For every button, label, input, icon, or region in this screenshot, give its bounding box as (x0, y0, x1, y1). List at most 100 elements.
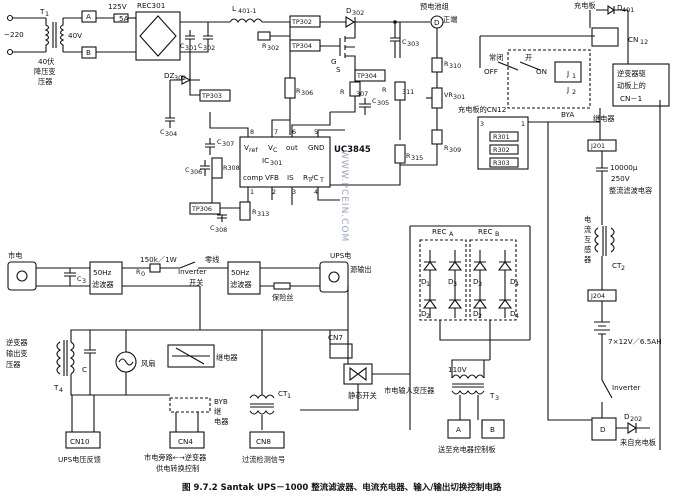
c3-label: C (77, 275, 82, 283)
ct1-sub: 1 (287, 392, 291, 400)
from-charger-label: 来自充电板 (620, 438, 656, 447)
cn8-connector (249, 431, 285, 449)
d2b-label: D (473, 309, 479, 318)
ct1-label: CT (278, 389, 288, 398)
j201-label: J201 (590, 142, 605, 150)
d4b-sub: 4 (515, 280, 519, 288)
pin-5: 5 (314, 128, 318, 136)
filter-b-2: 滤波器 (230, 280, 252, 289)
cn4-desc-2: 供电转换控制 (156, 464, 199, 473)
c305-sub: 305 (377, 99, 389, 107)
figure-caption: 图 9.7.2 Santak UPS－1000 整流滤波器、电流充电器、输入/输… (182, 482, 502, 493)
fuse-line (273, 282, 291, 290)
ic-rtct2: T (307, 176, 312, 184)
pin-1: 1 (250, 188, 254, 196)
t1-sub: 1 (45, 10, 49, 18)
mosfet: G S (331, 22, 356, 74)
ct-l4: 感 (584, 245, 591, 254)
j2-sub: 2 (572, 88, 576, 96)
r306-label: R (296, 87, 301, 95)
c302-label: C (198, 42, 203, 50)
transformer-t1: T 1 40V 40伏 降压变 压器 (34, 7, 82, 86)
ic301-sub: 301 (270, 159, 282, 167)
ic-rtct: R (303, 173, 308, 182)
r301-resistor (489, 131, 519, 142)
on-label: ON (536, 67, 547, 76)
d2b-sub: 2 (478, 312, 482, 320)
d302-sub: 302 (352, 9, 364, 17)
inv-out-1: 逆变器 (6, 338, 28, 347)
r308-label: R308 (223, 164, 240, 172)
ic-rtct3: /C (311, 173, 318, 182)
relay-j1 (554, 61, 582, 83)
byb-label3: 电器 (214, 417, 228, 426)
r150k-label: 150k／1W (140, 255, 177, 264)
pin-2: 2 (272, 188, 276, 196)
pin-8: 8 (250, 128, 254, 136)
j1-sub: 1 (572, 72, 576, 80)
r302-label: R (262, 42, 267, 50)
j204-label: J204 (590, 292, 605, 300)
xfmr-label-1: 40伏 (38, 57, 54, 66)
filter-a-1: 50Hz (93, 268, 112, 277)
d4b2-sub: 4 (515, 312, 519, 320)
inverter-switch-label: Inverter (178, 267, 207, 276)
c301-sub: 301 (185, 44, 197, 52)
v40-label: 40V (68, 31, 82, 40)
ic-vfb: VFB (265, 173, 279, 182)
relay-byb-coil (167, 344, 215, 368)
ic-uc3845: V ref V C out GND IC 301 comp VFB IS R T… (239, 128, 371, 196)
xfmr-label-3: 压器 (38, 77, 52, 86)
tp-a-label: A (86, 12, 91, 21)
r315-sub: 315 (411, 154, 423, 162)
filter-50hz-b (227, 261, 261, 295)
r303-resistor (489, 157, 519, 168)
t1-label: T (39, 7, 45, 16)
l401-label: L (232, 4, 236, 13)
tp303-label: TP303 (201, 92, 222, 100)
cn4-connector (169, 431, 205, 449)
relay-bya-frame (507, 49, 591, 109)
rec-a-sub: A (449, 230, 454, 238)
d3b-label: D (473, 277, 479, 286)
c302-sub: 302 (203, 44, 215, 52)
d401-label: D (617, 3, 623, 12)
r315-resistor (394, 144, 406, 164)
watermark: WWW.PCEIN.COM (339, 150, 349, 242)
cn12-charger-label: 充电板的CN12 (458, 105, 506, 114)
charger-board-label: 充电板 (574, 1, 596, 10)
tp304b-label: TP304 (356, 72, 377, 80)
ct2-sub: 2 (621, 264, 625, 272)
filter-a-2: 滤波器 (92, 280, 114, 289)
ic-vc: V (268, 143, 273, 152)
c303-label: C (402, 38, 407, 46)
battery-label2: 正端 (443, 15, 457, 24)
transformer-t4: T 4 (53, 340, 75, 394)
rec-a-bridge (419, 239, 467, 321)
uc3845-label: UC3845 (334, 145, 371, 155)
static-switch-label: 静态开关 (348, 391, 377, 400)
r309-label: R (444, 144, 449, 152)
r306-sub: 306 (301, 89, 313, 97)
ic-rtct4: T (319, 176, 324, 184)
vr301-label: VR (444, 91, 453, 99)
ic301-label: IC (262, 156, 269, 165)
d202-label: D (624, 412, 630, 421)
ic-is: IS (287, 173, 294, 182)
fuse-125v: 125V 5A (108, 2, 129, 23)
c307-label: C (217, 138, 222, 146)
r313-label: R (252, 208, 257, 216)
fuse-line-label: 保险丝 (272, 293, 294, 302)
j1-label: J (566, 69, 569, 78)
ac-input-section: ~220 T 1 40V 40伏 降压变 压器 A B 125V 5A (4, 1, 457, 96)
d1a-label: D (421, 277, 427, 286)
tp303-box (199, 89, 231, 102)
source-label: S (336, 65, 341, 74)
cn4-label: CN4 (178, 437, 193, 446)
r303-label: R303 (493, 159, 510, 167)
filter-50hz-a (89, 261, 123, 295)
relay2-label: 继电器 (216, 353, 238, 362)
c304-sub: 304 (165, 130, 177, 138)
t4-sub: 4 (59, 386, 63, 394)
d-box (591, 417, 617, 441)
